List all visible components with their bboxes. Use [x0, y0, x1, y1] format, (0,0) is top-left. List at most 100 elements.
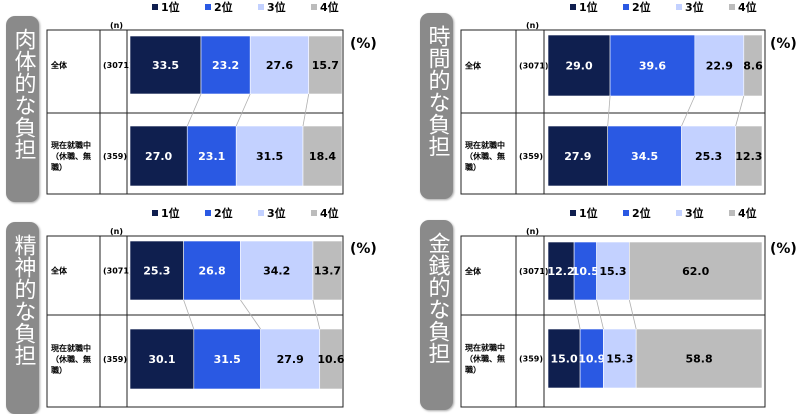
bar-segment	[603, 328, 637, 389]
table-frame	[460, 29, 766, 195]
legend-label: 4位	[738, 206, 757, 220]
bar-segment	[129, 125, 188, 187]
data-label: 23.2	[212, 59, 239, 72]
bar-segment	[302, 125, 343, 187]
n-value: (359)	[103, 355, 127, 364]
panel-title-box: 肉体的な負担	[6, 16, 39, 202]
data-label: 15.0	[550, 353, 577, 366]
connector-line	[735, 95, 745, 127]
category-label: 職）	[465, 162, 481, 172]
bar-segment	[308, 35, 343, 95]
data-label: 27.0	[145, 150, 172, 163]
legend-swatch	[570, 210, 576, 216]
n-header: (n)	[110, 21, 123, 30]
panel-title: 時間的な負担	[424, 25, 450, 157]
legend-swatch	[205, 210, 211, 216]
bar-segment	[547, 34, 611, 97]
panel-title-box: 精神的な負担	[6, 222, 39, 414]
data-label: 18.4	[309, 150, 336, 163]
legend-swatch	[570, 4, 576, 10]
legend-label: 2位	[214, 0, 233, 14]
legend-label: 2位	[632, 206, 651, 220]
data-label: 31.5	[214, 353, 241, 366]
category-label: （休職、無	[51, 151, 91, 161]
bar-segment	[235, 125, 304, 187]
category-label: 全体	[50, 60, 68, 70]
data-label: 12.3	[735, 150, 762, 163]
data-label: 31.5	[256, 150, 283, 163]
legend-label: 1位	[161, 0, 180, 14]
bar-segment	[607, 125, 682, 187]
data-label: 30.1	[148, 353, 175, 366]
panel-title-box: 時間的な負担	[420, 13, 453, 199]
bar-segment	[609, 34, 696, 97]
data-label: 12.2	[547, 265, 574, 278]
connector-line	[240, 299, 261, 330]
unit-label: (%)	[770, 241, 797, 257]
legend-swatch	[311, 210, 317, 216]
legend-swatch	[152, 210, 158, 216]
category-label: 現在就職中	[465, 140, 505, 150]
bar-segment	[629, 241, 763, 301]
connector-line	[681, 95, 696, 127]
data-label: 8.6	[743, 60, 763, 73]
data-label: 39.6	[639, 60, 666, 73]
n-value: (359)	[519, 152, 543, 161]
legend-swatch	[623, 4, 629, 10]
category-label: （休職、無	[51, 354, 91, 364]
data-label: 34.2	[263, 265, 290, 278]
legend-swatch	[729, 4, 735, 10]
legend-label: 4位	[738, 0, 757, 14]
data-label: 23.1	[198, 150, 225, 163]
legend-label: 1位	[579, 0, 598, 14]
bar-segment	[240, 240, 314, 301]
n-header: (n)	[526, 21, 539, 30]
legend-label: 4位	[320, 206, 339, 220]
legend-swatch	[152, 4, 158, 10]
data-label: 10.5	[572, 265, 599, 278]
data-label: 15.3	[606, 353, 633, 366]
unit-label: (%)	[350, 241, 377, 257]
data-label: 25.3	[143, 265, 170, 278]
data-label: 10.9	[578, 353, 605, 366]
unit-label: (%)	[350, 36, 377, 52]
legend-label: 2位	[214, 206, 233, 220]
unit-label: (%)	[770, 36, 797, 52]
n-value: (3071)	[103, 267, 133, 276]
data-label: 27.9	[277, 353, 304, 366]
legend-label: 3位	[267, 0, 286, 14]
n-value: (3071)	[519, 62, 549, 71]
data-label: 33.5	[152, 59, 179, 72]
panel-title: 精神的な負担	[10, 234, 36, 366]
n-value: (3071)	[519, 267, 549, 276]
category-label: （休職、無	[465, 354, 505, 364]
legend-label: 1位	[579, 206, 598, 220]
legend-label: 3位	[685, 206, 704, 220]
category-label: 現在就職中	[51, 140, 91, 150]
category-label: 全体	[50, 266, 68, 276]
legend-label: 2位	[632, 0, 651, 14]
connector-line	[186, 93, 202, 127]
bar-segment	[319, 328, 343, 390]
n-header: (n)	[110, 227, 123, 236]
legend-swatch	[676, 210, 682, 216]
connector-line	[235, 93, 251, 127]
n-value: (359)	[103, 152, 127, 161]
legend-swatch	[311, 4, 317, 10]
data-label: 62.0	[682, 265, 709, 278]
bar-segment	[183, 240, 241, 301]
bar-segment	[193, 328, 261, 390]
legend-swatch	[258, 4, 264, 10]
data-label: 58.8	[686, 353, 713, 366]
bar-segment	[735, 125, 763, 187]
bar-segment	[547, 241, 575, 301]
legend-swatch	[676, 4, 682, 10]
legend-swatch	[258, 210, 264, 216]
n-header: (n)	[526, 227, 539, 236]
category-label: 現在就職中	[465, 343, 505, 353]
